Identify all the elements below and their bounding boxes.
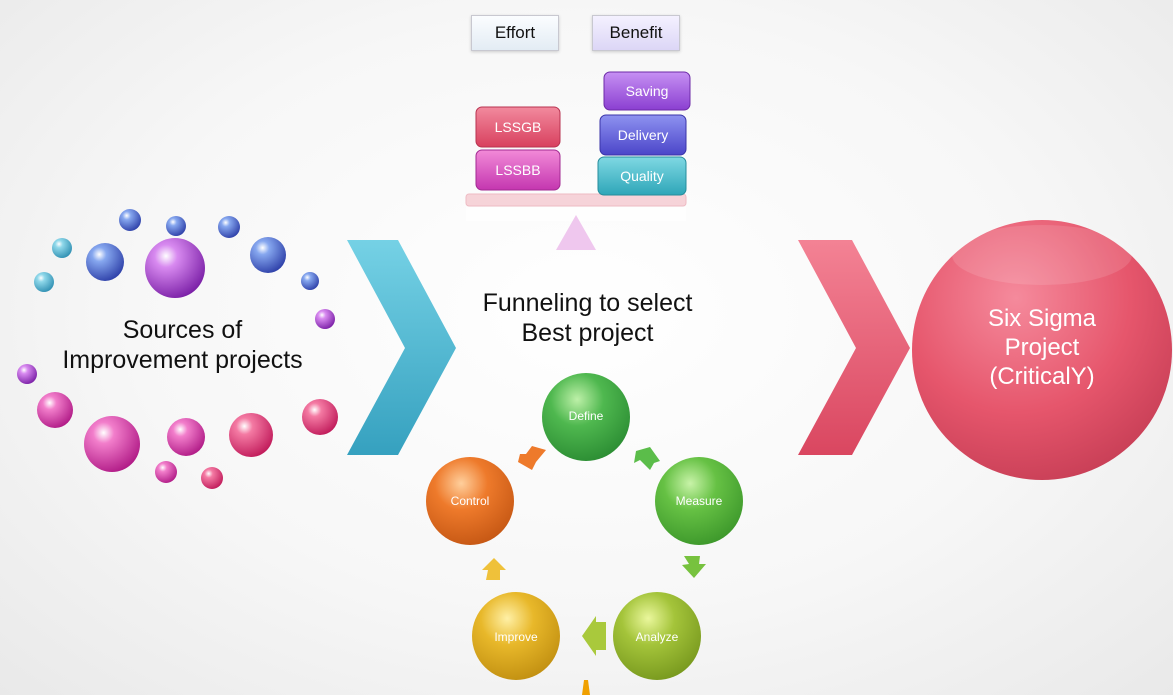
result-line-2: Project: [1004, 333, 1080, 361]
result-label: Six Sigma Project (CriticalY): [942, 305, 1142, 391]
funnel-line-1: Funneling to select: [482, 289, 693, 317]
bubble: [52, 238, 72, 258]
sources-line-1: Sources of: [122, 316, 243, 344]
benefit-item-saving: Saving: [625, 83, 669, 99]
bubble: [229, 413, 273, 457]
arrow-improve-control-icon: [482, 558, 506, 580]
effort-brick: [475, 106, 561, 148]
result-circle: [912, 220, 1172, 480]
bubble: [145, 238, 205, 298]
bubble: [34, 272, 54, 292]
effort-label: Effort: [494, 23, 536, 42]
sources-label: Sources of Improvement projects: [20, 315, 345, 375]
benefit-item-delivery: Delivery: [617, 127, 669, 143]
analyze-circle: [613, 592, 701, 680]
bubble: [315, 309, 335, 329]
bubble: [86, 243, 124, 281]
result-line-1: Six Sigma: [987, 305, 1097, 332]
effort-item-lssbb: LSSBB: [495, 162, 541, 178]
funnel-line-2: Best project: [521, 319, 654, 347]
bubble: [250, 237, 286, 273]
benefit-brick: [603, 71, 691, 111]
arrow-control-define-icon: [518, 446, 546, 470]
bubble: [37, 392, 73, 428]
bubble: [302, 399, 338, 435]
benefit-item-quality: Quality: [620, 168, 664, 184]
define-circle: [542, 373, 630, 461]
step-analyze: Analyze: [635, 630, 679, 644]
bubble: [17, 364, 37, 384]
chevron-right-arrow-right: [798, 240, 910, 455]
bubble: [167, 418, 205, 456]
effort-tag: Effort: [471, 15, 559, 51]
bubble: [84, 416, 140, 472]
benefit-brick: [599, 114, 687, 156]
balance-scale: [465, 71, 691, 250]
benefit-brick: [597, 156, 687, 196]
bottom-pointer-icon: [582, 680, 590, 695]
step-define: Define: [568, 409, 604, 423]
step-improve: Improve: [494, 630, 538, 644]
improve-circle: [472, 592, 560, 680]
chevron-right-arrow-left: [347, 240, 456, 455]
control-circle: [426, 457, 514, 545]
step-control: Control: [450, 494, 490, 508]
bubble: [119, 209, 141, 231]
arrow-define-measure-icon: [634, 447, 660, 470]
bubble: [218, 216, 240, 238]
source-bubbles: [17, 209, 338, 489]
bubble: [166, 216, 186, 236]
benefit-label: Benefit: [609, 23, 663, 42]
effort-item-lssgb: LSSGB: [494, 119, 542, 135]
arrow-measure-analyze-icon: [682, 556, 706, 578]
measure-circle: [655, 457, 743, 545]
sources-line-2: Improvement projects: [62, 346, 303, 374]
effort-brick: [475, 149, 561, 191]
bubble: [201, 467, 223, 489]
bubble: [301, 272, 319, 290]
arrow-analyze-improve-icon: [582, 616, 606, 656]
benefit-tag: Benefit: [592, 15, 680, 51]
funnel-label: Funneling to select Best project: [455, 288, 720, 348]
step-measure: Measure: [675, 494, 723, 508]
result-line-3: (CriticalY): [989, 362, 1095, 390]
bubble: [155, 461, 177, 483]
